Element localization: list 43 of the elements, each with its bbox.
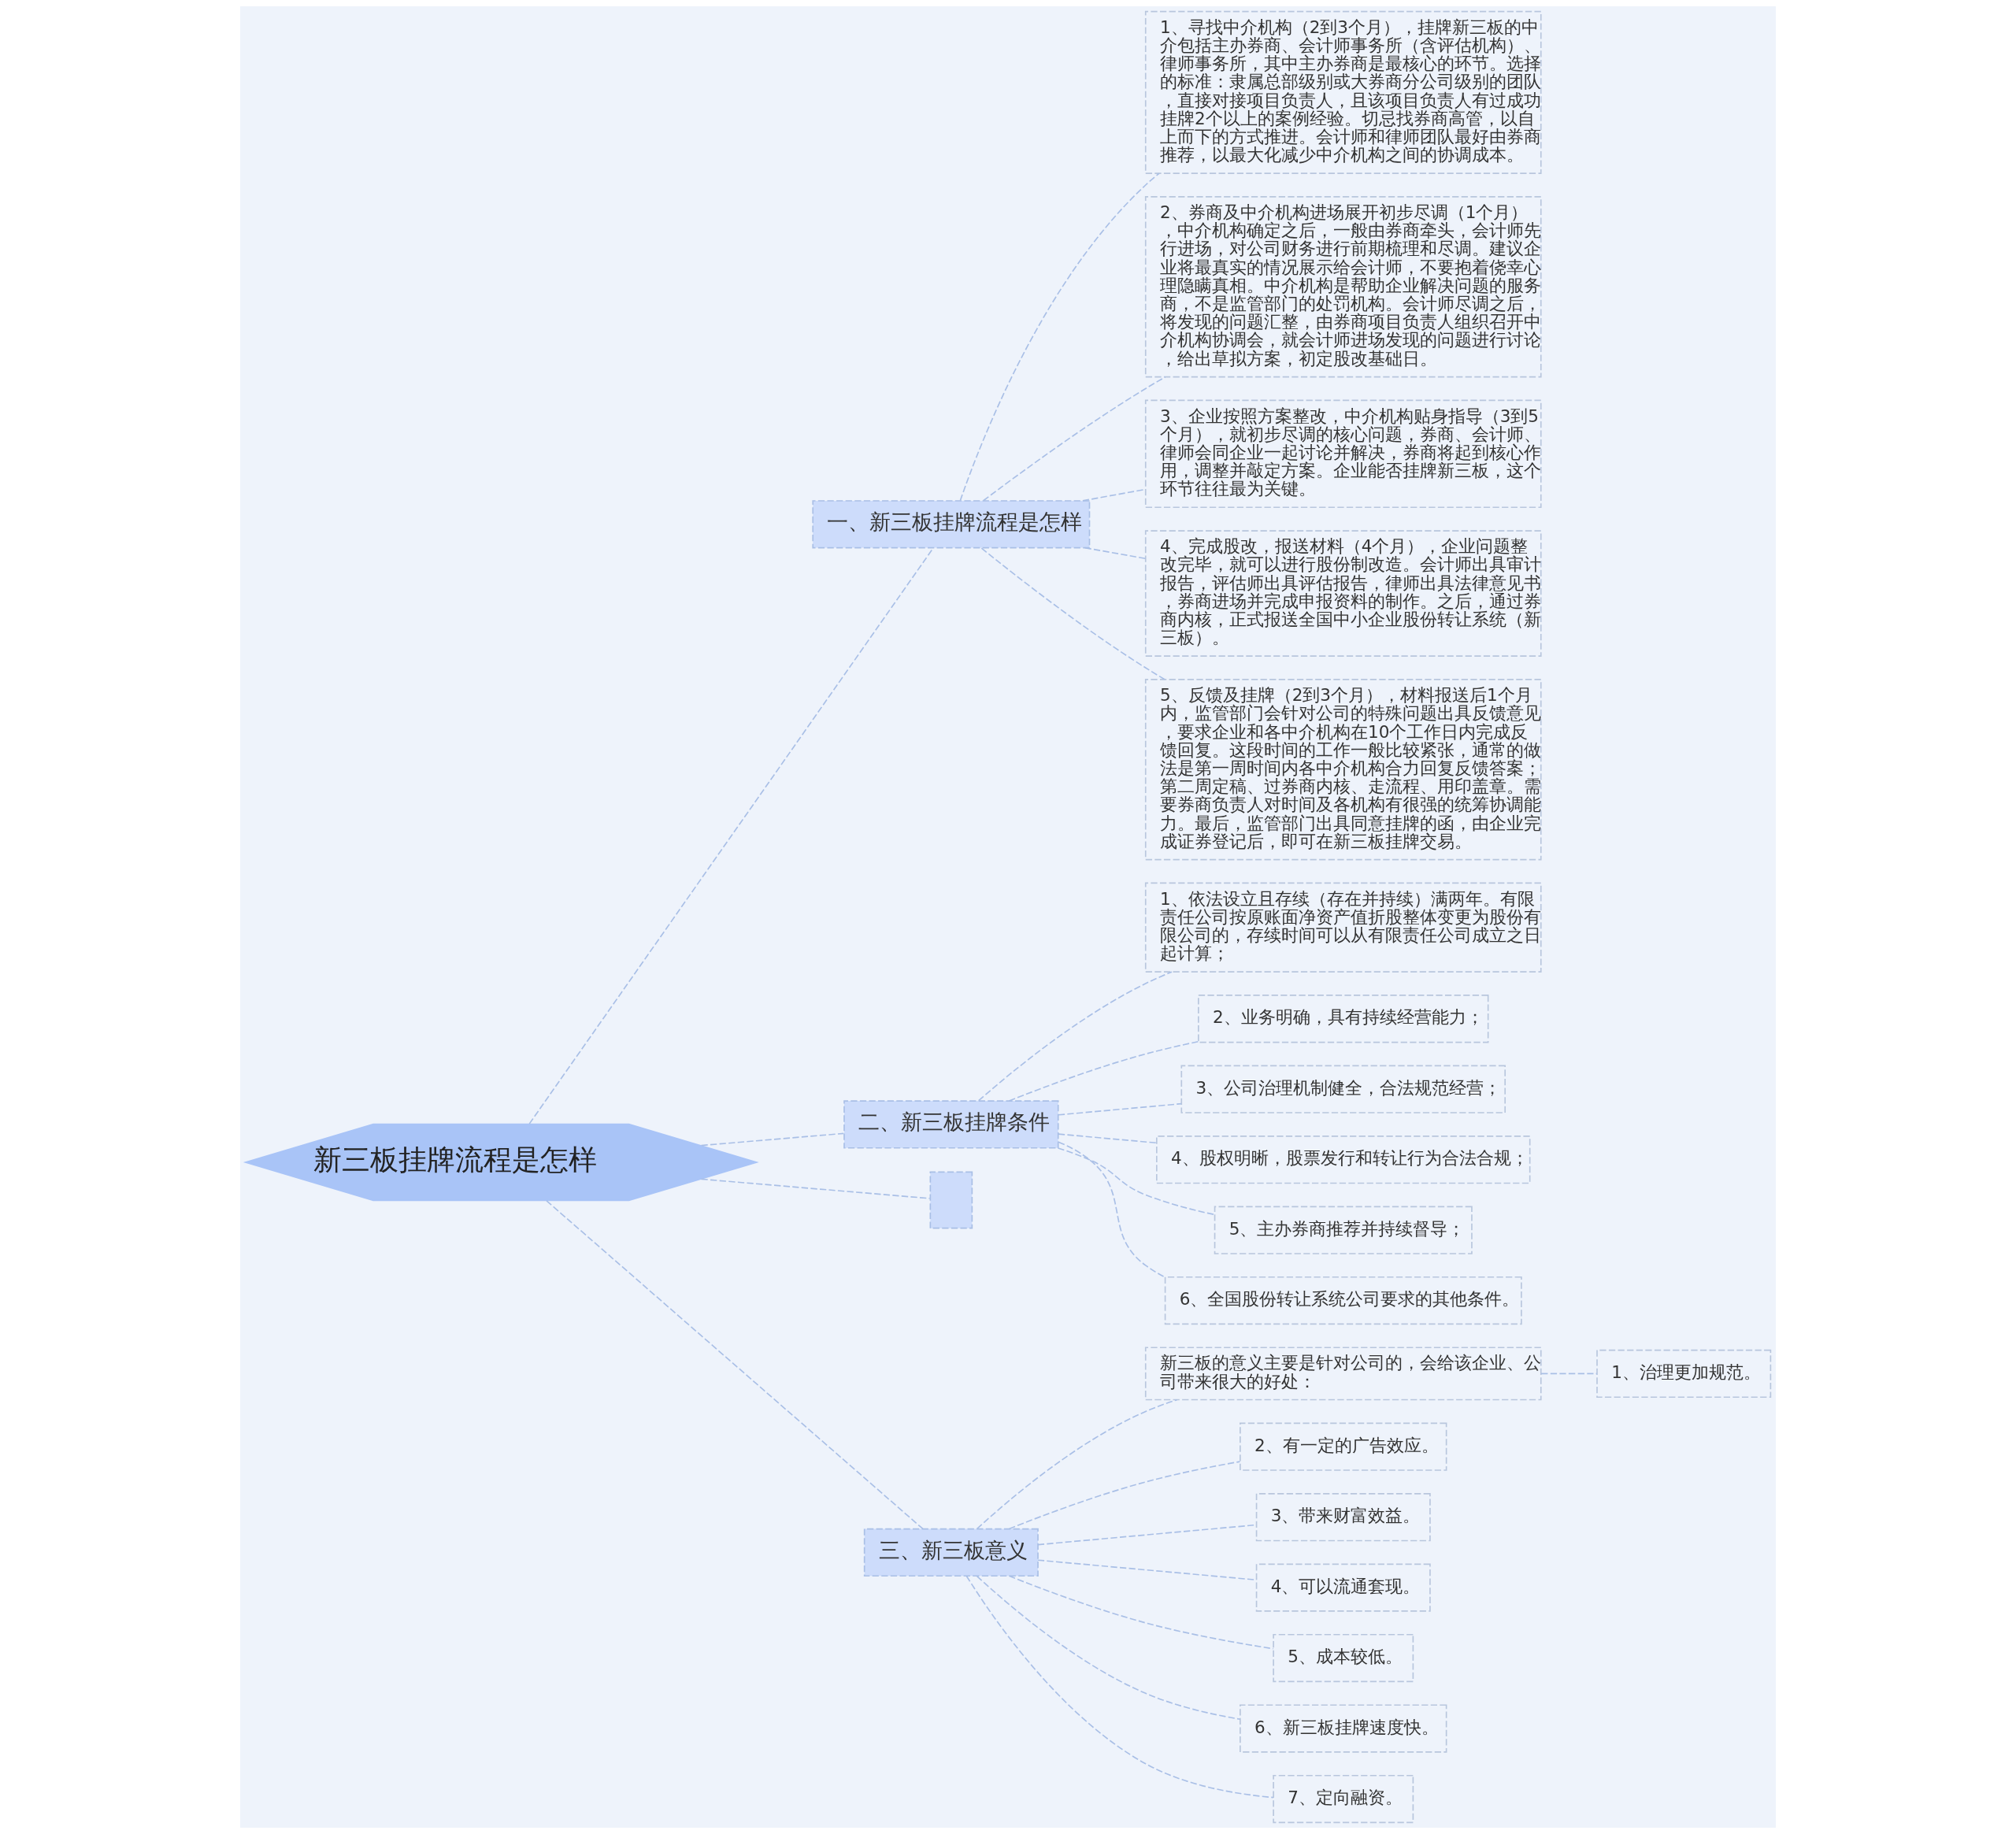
connector [1084, 546, 1147, 560]
connector [1540, 1373, 1598, 1375]
node-box: 2、券商及中介机构进场展开初步尽调（1个月），中介机构确定之后，一般由券商牵头，会计师先行进场，对公司财务进行前期梳理和尽调。建议企业将最真实的情况展示给会计师，不要抱着侥幸心理隐瞒真相。中介机构是帮助企业解决问题的服务商，不是监管部门的处罚机构。会计师尽调之后，将发现的问题汇整，由券商项目负责人组织召开中介机构协调会，就会计师进场发现的问题进行讨论，给出草拟方案，初定股改基础日。 [1144, 196, 1542, 378]
connector [700, 1178, 931, 1199]
node-box: 1、治理更加规范。 [1596, 1349, 1772, 1399]
node-box: 6、全国股份转让系统公司要求的其他条件。 [1164, 1276, 1522, 1325]
connector [980, 547, 1166, 680]
node-box: 3、公司治理机制健全，合法规范经营； [1180, 1065, 1506, 1113]
node-box: 3、带来财富效益。 [1255, 1493, 1431, 1542]
node-box: 7、定向融资。 [1273, 1774, 1414, 1824]
connector [1058, 1102, 1182, 1116]
connector [528, 547, 934, 1124]
connector [959, 172, 1160, 502]
connector [1057, 1147, 1215, 1216]
node-box: 1、寻找中介机构（2到3个月），挂牌新三板的中介包括主办券商、会计师事务所（含评估机构）、律师事务所，其中主办券商是最核心的环节。选择的标准：隶属总部级别或大券商分公司级别的团队，直接对接项目负责人，且该项目负责人有过成功挂牌2个以上的案例经验。切忌找券商高管，以自上而下的方式推进。会计师和律师团队最好由券商推荐，以最大化减少中介机构之间的协调成本。 [1144, 10, 1542, 174]
connector [700, 1132, 845, 1147]
node-box: 3、企业按照方案整改，中介机构贴身指导（3到5个月），就初步尽调的核心问题，券商、会计师、律师会同企业一起讨论并解决，券商将起到核心作用，调整并敲定方案。企业能否挂牌新三板，这个环节往往最为关键。 [1144, 399, 1542, 509]
connector [977, 971, 1173, 1102]
connector [1008, 1040, 1199, 1102]
node-box: 新三板的意义主要是针对公司的，会给该企业、公司带来很大的好处： [1144, 1347, 1542, 1401]
connector [1008, 1575, 1274, 1650]
connector [1008, 1461, 1241, 1530]
node-box: 2、有一定的广告效应。 [1240, 1422, 1447, 1471]
connector [965, 1575, 1274, 1799]
connector [1058, 1141, 1166, 1278]
node-box: 一、新三板挂牌流程是怎样 [812, 500, 1091, 549]
node-box: 4、可以流通套现。 [1255, 1563, 1431, 1612]
connector [976, 1399, 1178, 1530]
node-box: 三、新三板意义 [863, 1528, 1039, 1577]
node-box: 4、完成股改，报送材料（4个月），企业问题整改完毕，就可以进行股份制改造。会计师出具审计报告，评估师出具评估报告，律师出具法律意见书，券商进场并完成申报资料的制作。之后，通过券商内核，正式报送全国中小企业股份转让系统（新三板）。 [1144, 530, 1542, 657]
node-box: 5、主办券商推荐并持续督导； [1214, 1206, 1473, 1254]
node-box: 1、依法设立且存续（存在并持续）满两年。有限责任公司按原账面净资产值折股整体变更为股份有限公司的，存续时间可以从有限责任公司成立之日起计算； [1144, 882, 1542, 973]
connector [546, 1200, 924, 1530]
node-box: 2、业务明确，具有持续经营能力； [1198, 995, 1489, 1043]
connector [1058, 1133, 1158, 1144]
node-box: 5、反馈及挂牌（2到3个月），材料报送后1个月内，监管部门会针对公司的特殊问题出具反馈意见，要求企业和各中介机构在10个工作日内完成反馈回复。这段时间的工作一般比较紧张，通常的做法是第一周时间内各中介机构合力回复反馈答案；第二周定稿、过券商内核、走流程、用印盖章。需要券商负责人对时间及各机构有很强的统筹协调能力。最后，监管部门出具同意挂牌的函，由企业完成证券登记后，即可在新三板挂牌交易。 [1144, 679, 1542, 861]
node-box: 5、成本较低。 [1273, 1633, 1414, 1683]
node-box: 二、新三板挂牌条件 [843, 1100, 1059, 1149]
node-box: 4、股权明晰，股票发行和转让行为合法合规； [1156, 1136, 1531, 1184]
node-box: 6、新三板挂牌速度快。 [1240, 1704, 1447, 1753]
connector [976, 1575, 1241, 1721]
connector [982, 376, 1166, 502]
node-box [929, 1171, 973, 1229]
